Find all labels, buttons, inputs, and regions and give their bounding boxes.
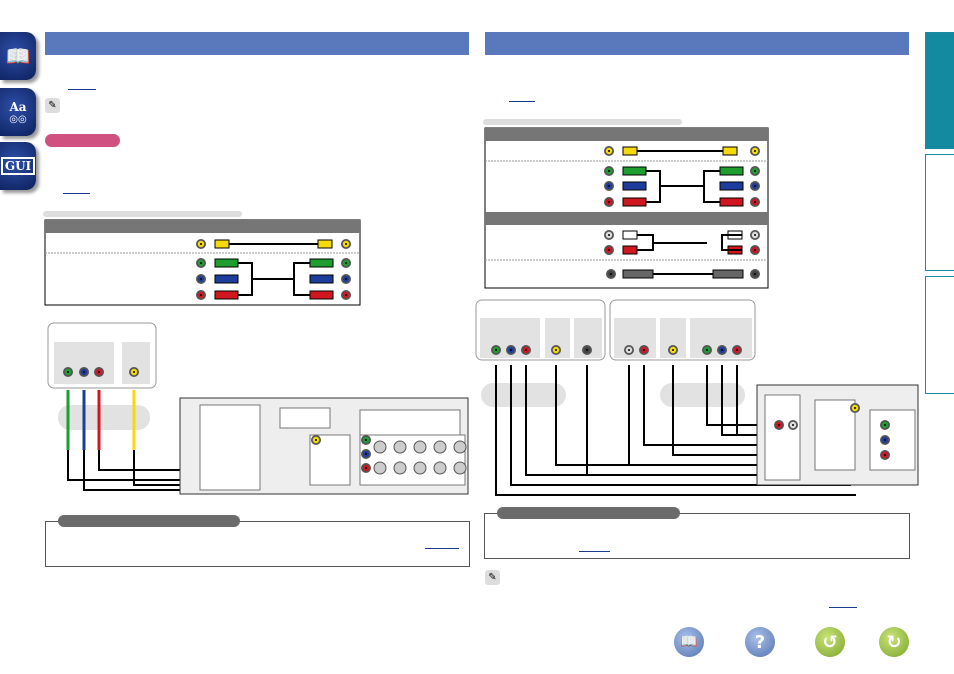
cable-table-right: [484, 127, 769, 289]
question-icon: ?: [754, 631, 766, 653]
manual-tab[interactable]: 📖: [0, 32, 36, 80]
gui-tab[interactable]: GUI: [0, 142, 36, 190]
cable-table-left: [44, 219, 361, 306]
pencil-note-icon: ✎: [485, 570, 500, 585]
right-tab-2[interactable]: [925, 154, 954, 271]
page-link[interactable]: [425, 548, 459, 549]
forward-arrow-icon: ↻: [886, 631, 902, 653]
page-link[interactable]: [63, 193, 90, 194]
page-link[interactable]: [68, 89, 96, 90]
info-box-right: [484, 513, 910, 559]
back-arrow-icon: ↺: [822, 631, 838, 653]
right-tab-1[interactable]: [925, 32, 954, 149]
video-cable: [196, 239, 351, 249]
section-header-right: [485, 32, 909, 55]
contents-button[interactable]: 📖: [674, 627, 704, 657]
subheading-bar: [483, 119, 682, 125]
glossary-tab[interactable]: Aa◎◎: [0, 88, 36, 136]
book-icon: 📖: [680, 634, 698, 650]
pencil-note-icon: ✎: [45, 98, 60, 113]
help-button[interactable]: ?: [745, 627, 775, 657]
page-link[interactable]: [579, 551, 610, 552]
page-link[interactable]: [509, 101, 535, 102]
speaker-icon: ◎◎: [9, 113, 27, 125]
info-box-left: [45, 521, 470, 567]
info-box-left-header: [58, 515, 240, 527]
gui-label: GUI: [0, 157, 36, 175]
glossary-label: Aa: [9, 99, 27, 114]
source-devices-right: [475, 299, 884, 496]
caution-pill: [45, 134, 120, 147]
page-link[interactable]: [829, 607, 857, 608]
component-cable: [196, 258, 351, 300]
book-icon: 📖: [5, 44, 31, 68]
info-box-right-header: [497, 507, 680, 519]
back-button[interactable]: ↺: [815, 627, 845, 657]
section-header-left: [45, 32, 469, 55]
receiver-rear-panel-left: [179, 397, 469, 495]
subheading-bar: [43, 211, 242, 217]
forward-button[interactable]: ↻: [879, 627, 909, 657]
right-tab-3[interactable]: [925, 276, 954, 394]
receiver-rear-panel-right: [756, 384, 919, 486]
source-device-left: [47, 322, 363, 491]
